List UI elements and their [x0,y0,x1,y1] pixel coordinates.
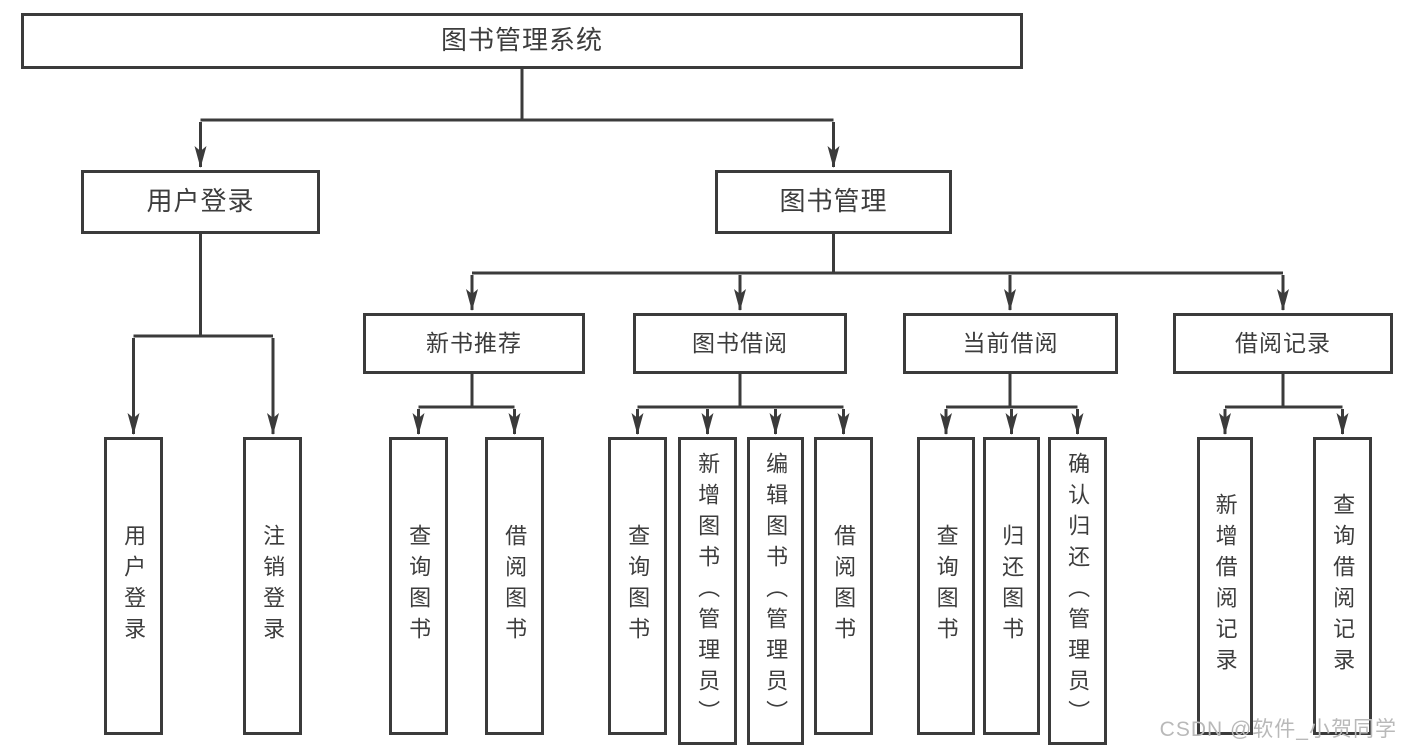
node-leaf-query-book-2: 查询图书 [608,437,667,735]
node-current-borrow: 当前借阅 [903,313,1118,374]
node-leaf-query-book-1: 查询图书 [389,437,448,735]
node-user-login: 用户登录 [81,170,320,234]
node-leaf-confirm-return: 确认归还（管理员） [1048,437,1107,745]
node-leaf-user-login: 用户登录 [104,437,163,735]
node-system: 图书管理系统 [21,13,1023,69]
node-leaf-logout: 注销登录 [243,437,302,735]
node-leaf-query-book-3: 查询图书 [917,437,975,735]
node-leaf-add-book: 新增图书（管理员） [678,437,737,745]
node-leaf-query-record: 查询借阅记录 [1313,437,1372,735]
node-new-book-recommend: 新书推荐 [363,313,585,374]
node-leaf-add-record: 新增借阅记录 [1197,437,1253,735]
node-leaf-borrow-book-2: 借阅图书 [814,437,873,735]
node-borrow-records: 借阅记录 [1173,313,1393,374]
node-leaf-return-book: 归还图书 [983,437,1040,735]
node-leaf-edit-book: 编辑图书（管理员） [747,437,804,745]
node-book-management: 图书管理 [715,170,952,234]
node-leaf-borrow-book-1: 借阅图书 [485,437,544,735]
node-book-borrow: 图书借阅 [633,313,847,374]
